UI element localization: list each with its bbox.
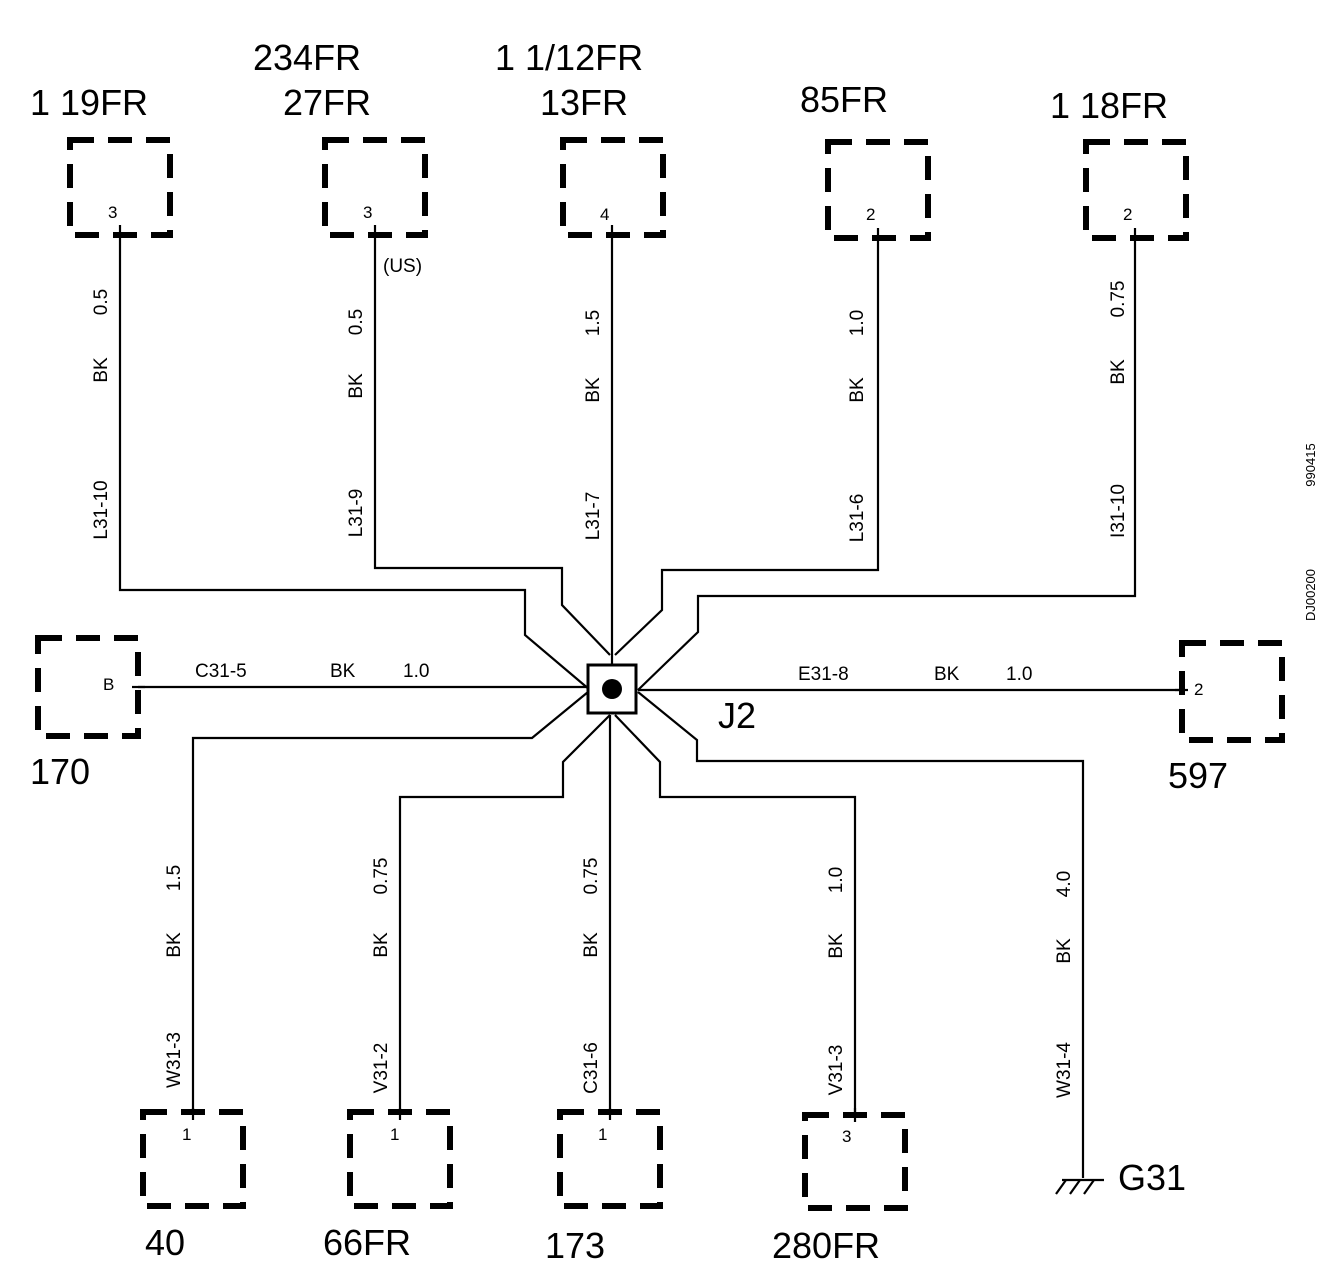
connector-280fr-pin: 3	[842, 1127, 851, 1146]
connector-119fr-title: 1 19FR	[30, 82, 148, 123]
wire-40-color: BK	[164, 932, 185, 958]
wire-280fr-color: BK	[826, 933, 847, 959]
connector-119fr-pin: 3	[108, 203, 117, 222]
connector-27fr-title-2: 27FR	[283, 82, 371, 123]
connector-13fr[interactable]	[560, 137, 666, 238]
wire-119fr	[118, 235, 591, 691]
wire-g31	[637, 691, 1085, 1178]
wire-280fr	[614, 714, 857, 1112]
wire-118fr-size: 0.75	[1108, 281, 1129, 318]
ground-symbol-icon	[1055, 1178, 1104, 1195]
wire-173-color: BK	[581, 932, 602, 958]
drawing-id-code: DJ00200	[1303, 569, 1318, 621]
connector-13fr-pin: 4	[600, 205, 609, 224]
drawing-date-code: 990415	[1303, 443, 1318, 486]
connector-597-title: 597	[1168, 755, 1228, 796]
wire-85fr	[614, 238, 880, 656]
connector-40-title: 40	[145, 1222, 185, 1263]
connector-66fr[interactable]	[347, 1108, 453, 1209]
connector-597-pin: 2	[1194, 680, 1203, 699]
wire-66fr-size: 0.75	[371, 858, 392, 895]
connector-119fr[interactable]	[67, 137, 173, 238]
wire-119fr-size: 0.5	[91, 289, 112, 315]
connector-27fr-title-1: 234FR	[253, 37, 361, 78]
wire-13fr-size: 1.5	[583, 310, 604, 336]
wire-66fr-color: BK	[371, 932, 392, 958]
wire-66fr-code: V31-2	[371, 1043, 392, 1094]
wire-27fr-code: L31-9	[346, 489, 367, 538]
connector-173-title: 173	[545, 1225, 605, 1266]
connector-170-title: 170	[30, 751, 90, 792]
wire-85fr-size: 1.0	[847, 310, 868, 336]
connector-27fr-pin: 3	[363, 203, 372, 222]
wire-27fr-size: 0.5	[346, 309, 367, 335]
wire-280fr-size: 1.0	[826, 867, 847, 893]
wire-85fr-color: BK	[847, 377, 868, 403]
wire-40	[191, 691, 589, 1112]
wire-597-size: 1.0	[1006, 664, 1032, 685]
connector-27fr-note: (US)	[383, 256, 422, 277]
wire-66fr	[398, 714, 611, 1112]
wire-118fr	[637, 238, 1137, 691]
connector-118fr-title: 1 18FR	[1050, 85, 1168, 126]
connector-280fr-title: 280FR	[772, 1225, 880, 1266]
connector-13fr-title-1: 1 1/12FR	[495, 37, 643, 78]
wire-27fr-color: BK	[346, 373, 367, 399]
connector-597[interactable]	[1175, 640, 1285, 743]
connector-280fr[interactable]	[802, 1108, 908, 1211]
wire-170-code: C31-5	[195, 661, 247, 682]
connector-66fr-title: 66FR	[323, 1222, 411, 1263]
connector-118fr[interactable]	[1083, 139, 1189, 241]
connector-118fr-pin: 2	[1123, 205, 1132, 224]
wire-g31-code: W31-4	[1054, 1042, 1075, 1098]
connector-85fr-pin: 2	[866, 205, 875, 224]
connector-13fr-title-2: 13FR	[540, 82, 628, 123]
connector-85fr[interactable]	[825, 139, 931, 241]
junction-label: J2	[718, 695, 756, 736]
wire-119fr-color: BK	[91, 357, 112, 383]
ground-label: G31	[1118, 1157, 1186, 1198]
wire-13fr-code: L31-7	[583, 492, 604, 541]
junction-j2	[586, 663, 638, 715]
wire-27fr	[373, 235, 611, 656]
wire-13fr-color: BK	[583, 377, 604, 403]
wire-170-color: BK	[330, 661, 356, 682]
connector-170-pin: B	[103, 675, 114, 694]
wire-g31-color: BK	[1054, 938, 1075, 964]
wire-597-color: BK	[934, 664, 960, 685]
wire-g31-size: 4.0	[1054, 871, 1075, 897]
connector-27fr[interactable]	[322, 137, 428, 238]
connector-85fr-title: 85FR	[800, 79, 888, 120]
connector-40[interactable]	[140, 1108, 246, 1209]
wire-173-code: C31-6	[581, 1042, 602, 1094]
connector-173-pin: 1	[598, 1125, 607, 1144]
wire-118fr-color: BK	[1108, 359, 1129, 385]
wire-173-size: 0.75	[581, 858, 602, 895]
connector-173[interactable]	[557, 1108, 663, 1209]
wire-118fr-code: I31-10	[1108, 484, 1129, 538]
wire-280fr-code: V31-3	[826, 1045, 847, 1096]
connector-170[interactable]	[35, 635, 145, 739]
wire-40-size: 1.5	[164, 865, 185, 891]
wire-597-code: E31-8	[798, 664, 849, 685]
wire-85fr-code: L31-6	[847, 494, 868, 543]
wire-170-size: 1.0	[403, 661, 429, 682]
connector-40-pin: 1	[182, 1125, 191, 1144]
wire-119fr-code: L31-10	[91, 480, 112, 539]
wires	[118, 235, 1182, 1178]
wire-40-code: W31-3	[164, 1032, 185, 1088]
connector-66fr-pin: 1	[390, 1125, 399, 1144]
